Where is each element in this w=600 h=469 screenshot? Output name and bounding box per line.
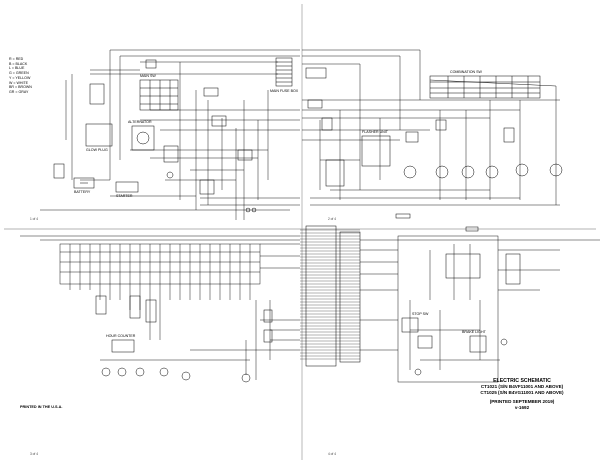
legend-item: Y = YELLOW xyxy=(9,75,31,80)
page-number: 3 of 4 xyxy=(30,452,38,456)
legend-item: B = BLACK xyxy=(9,61,28,66)
label-combination-sw: COMBINATION SW xyxy=(450,70,482,74)
label-hour-counter: HOUR COUNTER xyxy=(106,334,136,338)
components-top-left xyxy=(53,57,293,213)
wiring-top-left xyxy=(40,49,300,220)
battery-box xyxy=(73,177,95,189)
main-switch-grid xyxy=(139,79,179,111)
main-fuse-box xyxy=(275,57,293,87)
title-line-3: CT1025 (S/N B4VG11001 AND ABOVE) xyxy=(480,390,564,396)
wiring-bottom-right xyxy=(360,235,600,383)
label-flasher-unit: FLASHER UNIT xyxy=(362,130,388,134)
label-battery: BATTERY xyxy=(74,190,91,194)
label-main-fuse-box: MAIN FUSE BOX xyxy=(270,89,299,93)
switch-label-tag-2 xyxy=(465,226,479,232)
cab-module-frame xyxy=(397,235,499,383)
page-number: 1 of 4 xyxy=(30,217,38,221)
wiring-top-right xyxy=(302,49,560,206)
legend-item: L = BLUE xyxy=(9,66,25,71)
title-line-2: CT1021 (S/N B4VF11001 AND ABOVE) xyxy=(480,384,564,390)
glow-plug-box xyxy=(85,123,113,147)
switch-label-tag-1 xyxy=(395,213,411,219)
document-code: v-1692 xyxy=(514,404,530,410)
wiring-bottom-left xyxy=(20,235,300,380)
flasher-unit-box xyxy=(361,135,391,167)
label-glow-plug: GLOW PLUG xyxy=(86,148,108,152)
title-line-1: ELECTRIC SCHEMATIC xyxy=(493,378,551,384)
label-main-sw: MAIN SW xyxy=(140,74,156,78)
page-number: 4 of 4 xyxy=(328,452,336,456)
combination-switch-table xyxy=(429,75,541,99)
printed-in-label: PRINTED IN THE U.S.A. xyxy=(20,405,63,409)
hour-counter-box xyxy=(111,339,135,353)
components-bottom-right xyxy=(395,213,521,376)
label-brake-light: BRAKE LIGHT xyxy=(462,330,486,334)
printed-date: (PRINTED SEPTEMBER 2019) xyxy=(489,398,555,404)
legend-item: W = WHITE xyxy=(9,80,29,85)
page-number: 2 of 4 xyxy=(328,217,336,221)
title-block: ELECTRIC SCHEMATIC CT1021 (S/N B4VF11001… xyxy=(462,378,582,411)
legend-item: G = GREEN xyxy=(9,71,29,76)
page-dividers xyxy=(4,4,596,460)
components-bottom-left xyxy=(95,295,273,383)
legend-item: GR = GRAY xyxy=(9,89,29,94)
components-top-right xyxy=(305,67,563,187)
connector-pins xyxy=(300,229,360,360)
label-starter: STARTER xyxy=(116,194,133,198)
legend-item: R = RED xyxy=(9,57,24,61)
wire-color-legend: R = RED B = BLACK L = BLUE G = GREEN Y =… xyxy=(9,57,32,95)
label-alternator: ALTERNATOR xyxy=(128,120,152,124)
alternator-box xyxy=(131,125,155,151)
label-stop-sw: STOP SW xyxy=(412,312,429,316)
legend-item: BR = BROWN xyxy=(9,85,32,90)
